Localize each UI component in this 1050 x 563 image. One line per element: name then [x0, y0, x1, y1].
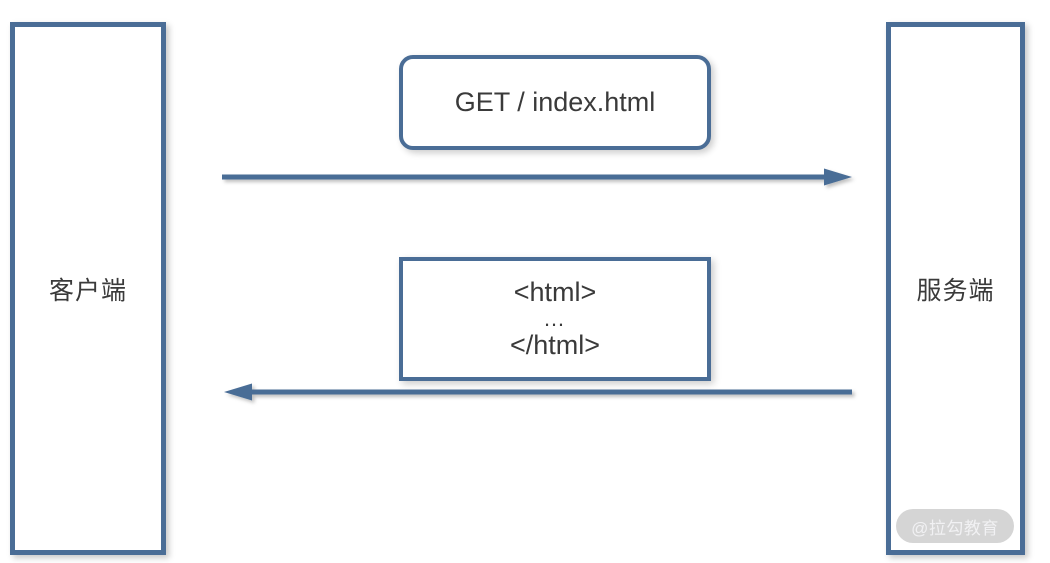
participant-server: 服务端	[886, 22, 1025, 555]
participant-server-label: 服务端	[916, 276, 995, 305]
message-response-line-1: <html>	[513, 277, 597, 308]
message-box-request: GET / index.html	[399, 55, 711, 150]
watermark-text: @拉勾教育	[911, 518, 999, 538]
arrow-response-left	[224, 383, 852, 401]
message-request-line-1: GET / index.html	[454, 87, 656, 118]
message-response-line-3: </html>	[509, 330, 601, 360]
message-response-line-2: …	[543, 306, 567, 331]
participant-client: 客户端	[10, 22, 166, 555]
participant-client-label: 客户端	[48, 276, 127, 305]
message-box-response: <html> … </html>	[399, 257, 711, 381]
arrow-request-right	[222, 168, 852, 186]
watermark-badge: @拉勾教育	[896, 509, 1014, 543]
